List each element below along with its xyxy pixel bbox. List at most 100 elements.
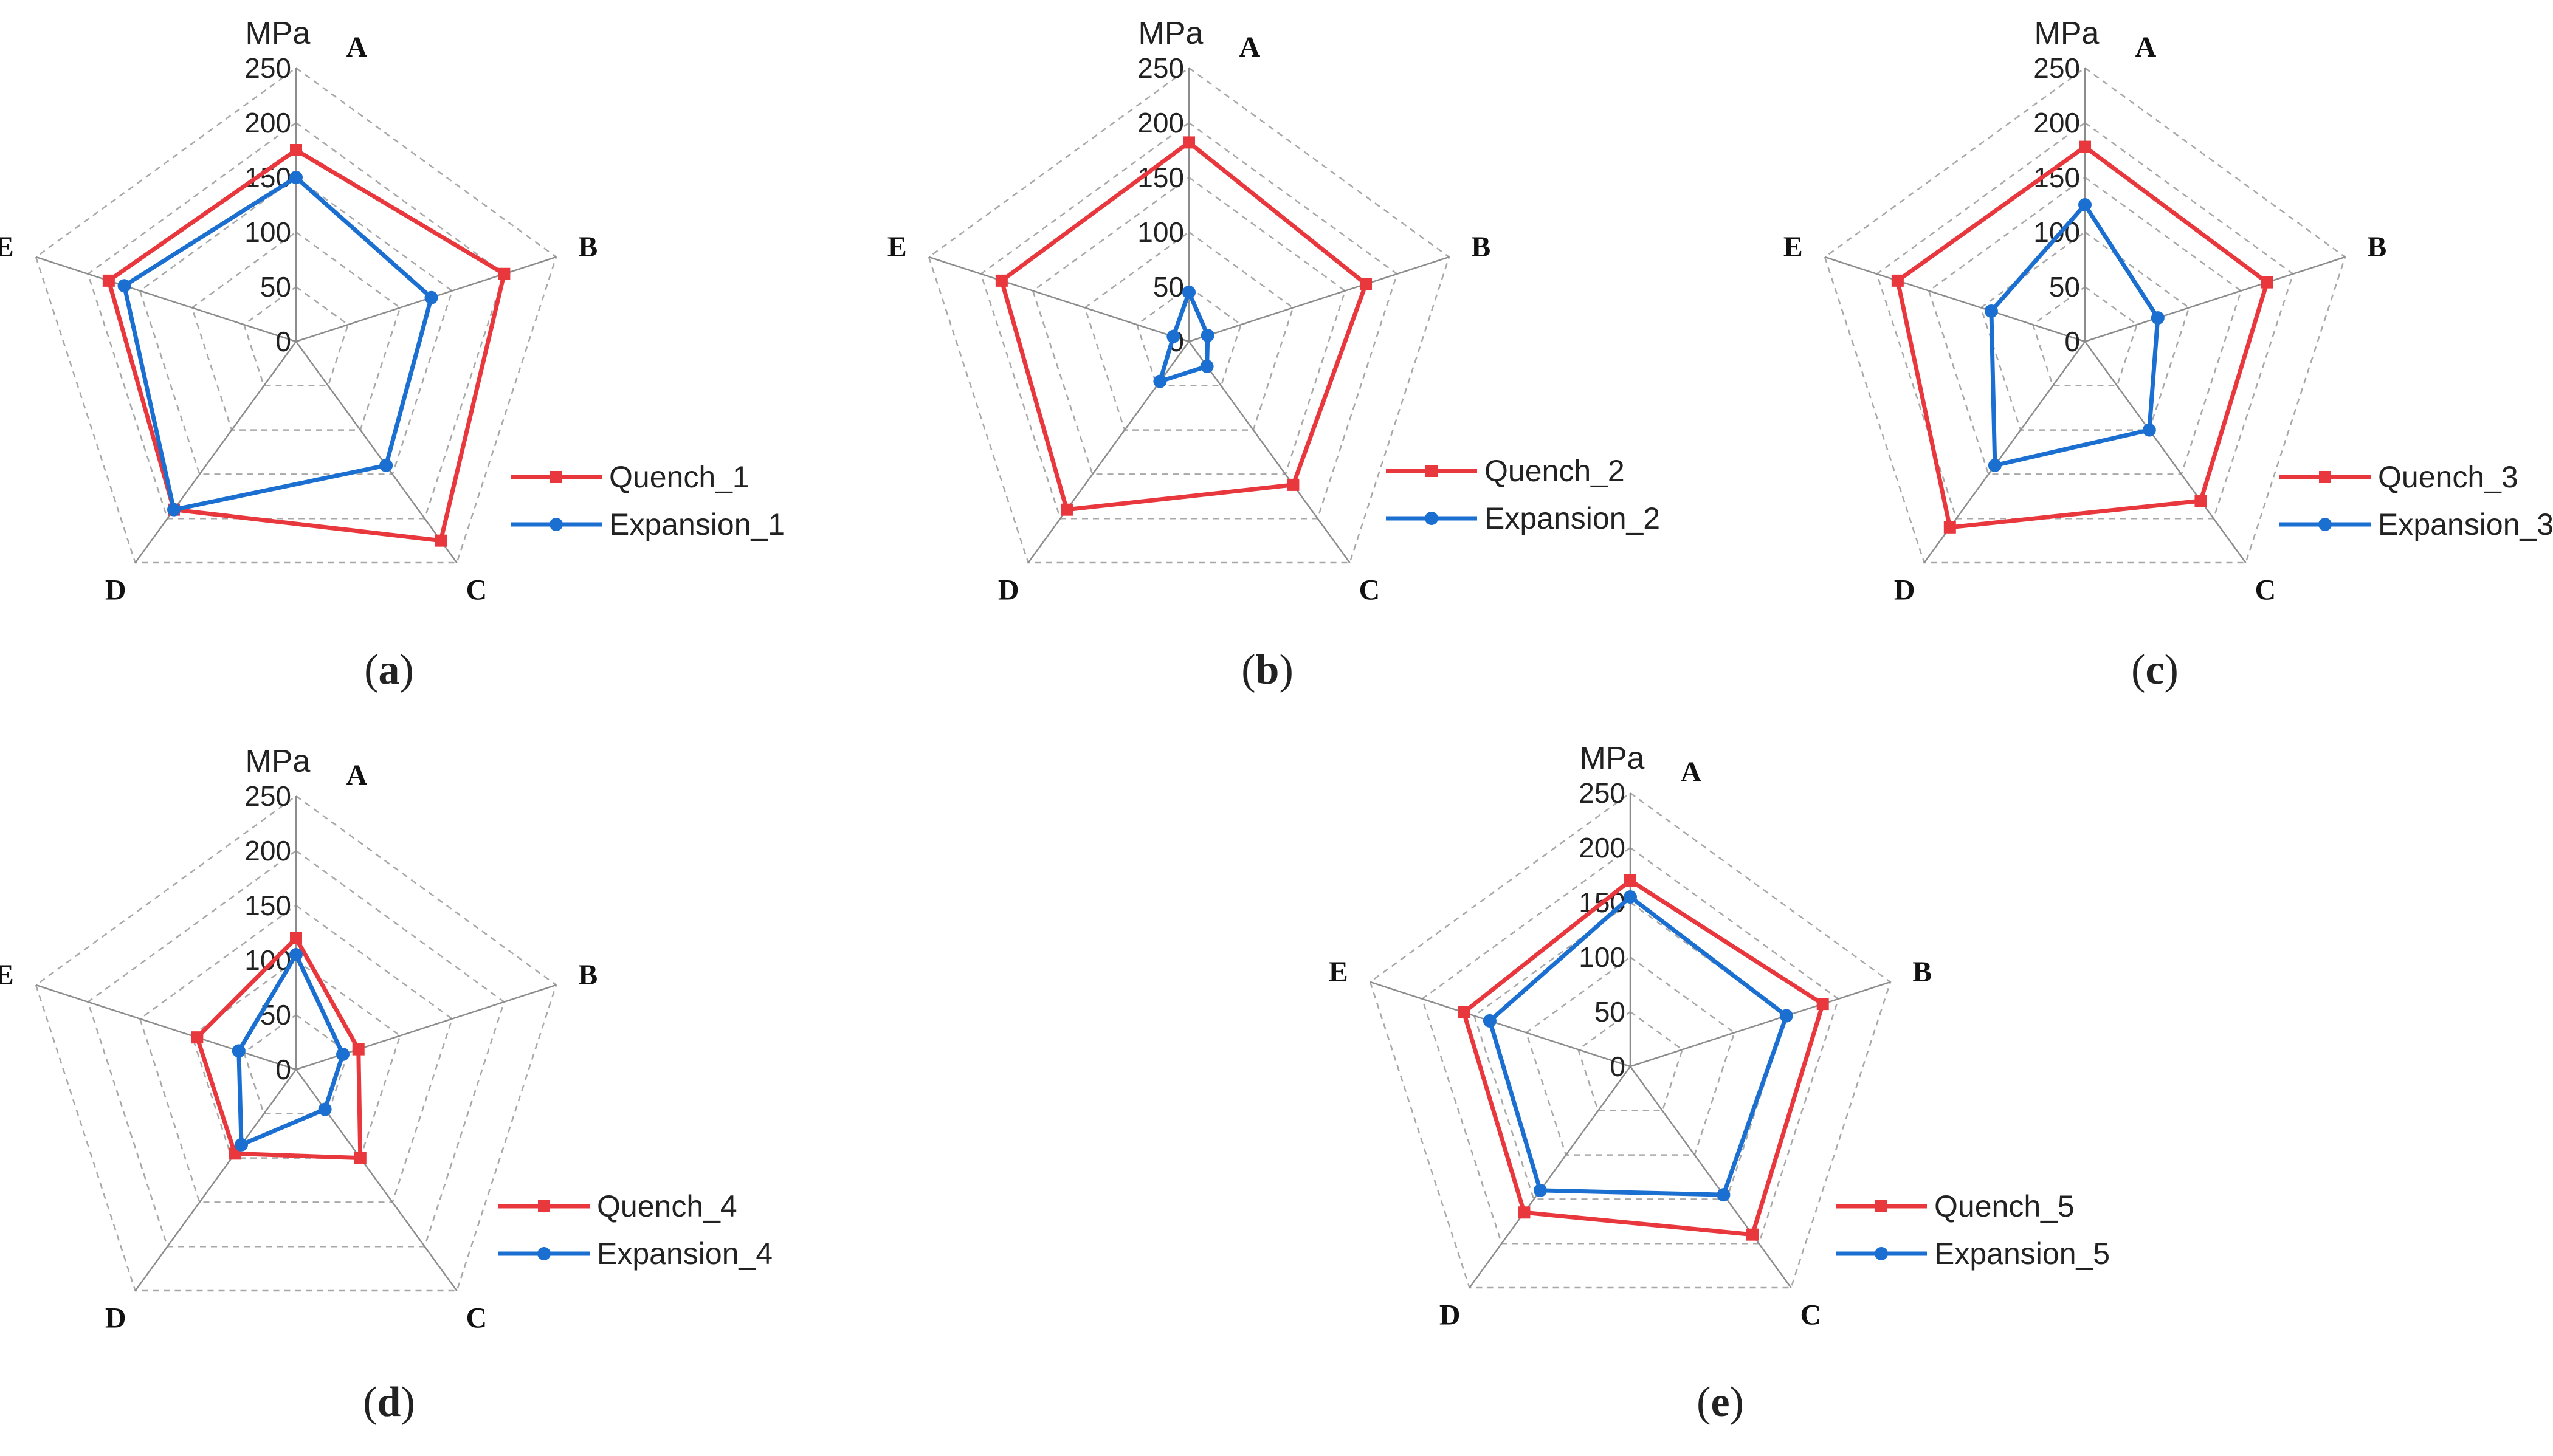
legend-entry: Expansion_2 bbox=[1386, 501, 1660, 535]
grid-ring-250 bbox=[1824, 67, 2346, 564]
series-quench_2 bbox=[995, 136, 1373, 516]
series-line bbox=[195, 935, 363, 1161]
legend-label: Expansion_3 bbox=[2378, 507, 2553, 541]
data-point-e bbox=[102, 274, 115, 287]
tick-label-0: 0 bbox=[1610, 1051, 1625, 1082]
axis-spoke-b bbox=[2084, 256, 2346, 343]
grid-ring-50 bbox=[1577, 1011, 1684, 1112]
axis-spoke-c bbox=[295, 1069, 458, 1291]
unit-label: MPa bbox=[246, 16, 311, 51]
legend-entry: Expansion_4 bbox=[498, 1237, 773, 1271]
tick-label-100: 100 bbox=[244, 216, 291, 248]
legend-marker bbox=[1425, 465, 1438, 477]
data-point-a bbox=[1624, 874, 1636, 887]
grid-ring-250 bbox=[35, 795, 557, 1292]
data-point-c bbox=[435, 534, 447, 547]
tick-label-250: 250 bbox=[244, 780, 291, 812]
legend-label: Expansion_1 bbox=[609, 507, 785, 541]
legend-entry: Expansion_3 bbox=[2279, 507, 2553, 541]
axis-spoke-d bbox=[134, 1069, 297, 1291]
axis-label-e: E bbox=[0, 231, 14, 263]
data-point-e bbox=[995, 274, 1008, 287]
data-point-c bbox=[318, 1102, 332, 1116]
axis-spoke-d bbox=[134, 341, 297, 563]
data-point-b bbox=[2151, 311, 2165, 325]
tick-label-200: 200 bbox=[1137, 107, 1184, 139]
grid-ring-100 bbox=[1525, 956, 1735, 1156]
axis-label-c: C bbox=[1800, 1299, 1821, 1331]
legend-marker bbox=[550, 471, 562, 483]
axis-spoke-c bbox=[1188, 341, 1351, 563]
legend-marker bbox=[1425, 512, 1438, 525]
data-point-a bbox=[1183, 136, 1195, 149]
grid-ring-50 bbox=[2031, 286, 2138, 387]
tick-label-50: 50 bbox=[1594, 996, 1625, 1028]
axis-label-d: D bbox=[105, 1302, 126, 1334]
radar-panel-c: ABCDE050100150200250MPaQuench_3Expansion… bbox=[1783, 16, 2553, 693]
legend-entry: Quench_2 bbox=[1386, 454, 1625, 488]
data-point-e bbox=[1984, 304, 1998, 318]
data-point-e bbox=[191, 1031, 204, 1044]
series-line bbox=[236, 950, 345, 1149]
grid-ring-150 bbox=[1473, 901, 1788, 1200]
series-quench_5 bbox=[1458, 874, 1829, 1241]
series-line bbox=[1895, 144, 2270, 530]
data-point-c bbox=[1717, 1188, 1731, 1202]
data-point-e bbox=[1166, 329, 1180, 343]
data-point-a bbox=[1182, 286, 1196, 299]
data-point-e bbox=[1483, 1014, 1497, 1028]
tick-label-150: 150 bbox=[1137, 162, 1184, 193]
panel-caption: (d) bbox=[363, 1379, 415, 1426]
legend-marker bbox=[1875, 1247, 1888, 1260]
series-quench_3 bbox=[1891, 140, 2273, 534]
grid-ring-100 bbox=[191, 959, 401, 1159]
tick-label-0: 0 bbox=[2064, 326, 2080, 357]
radar-panel-e: ABCDE050100150200250MPaQuench_5Expansion… bbox=[1329, 741, 2110, 1426]
axis-spoke-e bbox=[1370, 981, 1631, 1068]
series-expansion_2 bbox=[1153, 286, 1214, 388]
tick-label-250: 250 bbox=[1579, 777, 1625, 809]
data-point-b bbox=[1816, 998, 1829, 1011]
data-point-a bbox=[290, 144, 302, 156]
tick-label-0: 0 bbox=[275, 326, 291, 357]
tick-label-50: 50 bbox=[1153, 271, 1184, 303]
axis-label-d: D bbox=[1894, 574, 1915, 606]
series-expansion_3 bbox=[1984, 198, 2165, 472]
radar-panel-b: ABCDE050100150200250MPaQuench_2Expansion… bbox=[887, 16, 1660, 693]
panel-caption: (e) bbox=[1697, 1379, 1744, 1426]
grid-ring-250 bbox=[928, 67, 1450, 564]
panel-caption: (c) bbox=[2131, 647, 2179, 693]
legend-entry: Expansion_5 bbox=[1836, 1237, 2110, 1271]
axis-label-c: C bbox=[1359, 574, 1380, 606]
grid-ring-100 bbox=[191, 231, 401, 431]
axis-spoke-b bbox=[295, 984, 557, 1071]
data-point-b bbox=[336, 1047, 350, 1061]
tick-label-50: 50 bbox=[260, 271, 291, 303]
data-point-c bbox=[1200, 359, 1214, 373]
axis-label-c: C bbox=[466, 574, 487, 606]
radar-grid bbox=[35, 795, 557, 1292]
data-point-e bbox=[1458, 1006, 1470, 1019]
data-point-b bbox=[352, 1043, 365, 1056]
tick-label-250: 250 bbox=[244, 52, 291, 84]
radar-panel-a: ABCDE050100150200250MPaQuench_1Expansion… bbox=[0, 16, 785, 693]
unit-label: MPa bbox=[246, 744, 311, 779]
axis-spoke-b bbox=[1188, 256, 1450, 343]
data-point-a bbox=[2079, 140, 2091, 153]
data-point-e bbox=[117, 279, 131, 293]
data-point-a bbox=[290, 932, 302, 944]
axis-label-e: E bbox=[0, 959, 14, 991]
legend-marker bbox=[2319, 471, 2331, 483]
data-point-a bbox=[1624, 890, 1637, 904]
grid-ring-250 bbox=[1369, 792, 1892, 1289]
series-line bbox=[106, 147, 507, 543]
data-point-d bbox=[167, 503, 181, 517]
legend-marker bbox=[1875, 1200, 1887, 1212]
axis-spoke-e bbox=[35, 984, 297, 1071]
legend-marker bbox=[2318, 518, 2332, 531]
tick-label-200: 200 bbox=[244, 107, 291, 139]
axis-label-a: A bbox=[1239, 31, 1261, 63]
legend-label: Quench_3 bbox=[2378, 460, 2518, 494]
axis-label-d: D bbox=[1439, 1299, 1461, 1331]
